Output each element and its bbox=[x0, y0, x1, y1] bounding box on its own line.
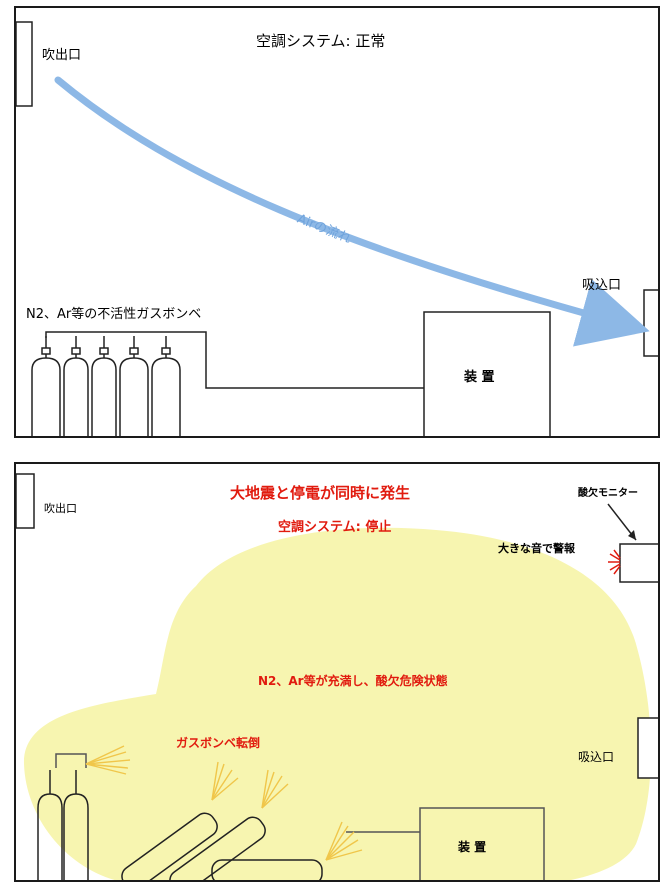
oxygen-danger-label: N2、Ar等が充満し、酸欠危険状態 bbox=[258, 674, 448, 688]
normal-state-panel: 空調システム: 正常 吹出口 吸込口 Airの流れ N2、Ar等の不活性ガスボン… bbox=[14, 6, 660, 438]
standing-cylinders bbox=[37, 770, 89, 880]
inlet-vent bbox=[643, 289, 658, 357]
cylinders-fell-label: ガスボンベ転倒 bbox=[176, 736, 261, 750]
alarm-label: 大きな音で警報 bbox=[498, 542, 575, 555]
gas-cylinder bbox=[63, 336, 89, 436]
outlet-label: 吹出口 bbox=[44, 502, 77, 515]
device-box bbox=[419, 807, 545, 880]
device-label: 装 置 bbox=[464, 370, 495, 385]
gas-cylinder-fallen bbox=[121, 812, 218, 880]
gas-pipe bbox=[45, 331, 424, 389]
device-box bbox=[423, 311, 551, 436]
gas-cylinder-fallen bbox=[169, 816, 266, 880]
emergency-state-panel: 大地震と停電が同時に発生 空調システム: 停止 吹出口 酸欠モニター 大きな音で… bbox=[14, 462, 660, 882]
gas-pipe bbox=[55, 753, 87, 768]
gas-cylinder bbox=[91, 336, 117, 436]
device-label: 装 置 bbox=[458, 840, 487, 854]
o2-monitor-label: 酸欠モニター bbox=[578, 488, 638, 499]
gas-cylinder bbox=[63, 770, 89, 880]
fallen-cylinders bbox=[121, 812, 323, 880]
alarm-burst-icon bbox=[608, 549, 621, 575]
outlet-vent bbox=[16, 21, 33, 107]
outlet-vent bbox=[16, 473, 35, 529]
gas-cylinder bbox=[151, 336, 181, 436]
gas-cylinders bbox=[31, 336, 181, 436]
o2-monitor-box bbox=[619, 543, 658, 583]
gas-cloud bbox=[23, 527, 651, 880]
outlet-label: 吹出口 bbox=[42, 48, 82, 63]
ac-status-normal: 空調システム: 正常 bbox=[256, 32, 386, 50]
normal-state-drawing bbox=[16, 21, 658, 436]
gas-cylinder bbox=[31, 336, 61, 436]
airflow-arrow bbox=[54, 76, 650, 347]
gas-spray-lines bbox=[85, 745, 363, 861]
gas-cylinder-fallen bbox=[211, 859, 323, 880]
inlet-label: 吸込口 bbox=[578, 750, 615, 764]
emergency-state-drawing bbox=[16, 473, 658, 880]
inlet-label: 吸込口 bbox=[582, 278, 622, 293]
gas-cylinder bbox=[37, 770, 63, 880]
ac-status-stopped: 空調システム: 停止 bbox=[278, 520, 392, 535]
gas-cylinder bbox=[119, 336, 149, 436]
emergency-headline: 大地震と停電が同時に発生 bbox=[230, 484, 411, 502]
gas-cylinder-label: N2、Ar等の不活性ガスボンベ bbox=[26, 307, 202, 322]
inlet-vent bbox=[637, 717, 658, 779]
